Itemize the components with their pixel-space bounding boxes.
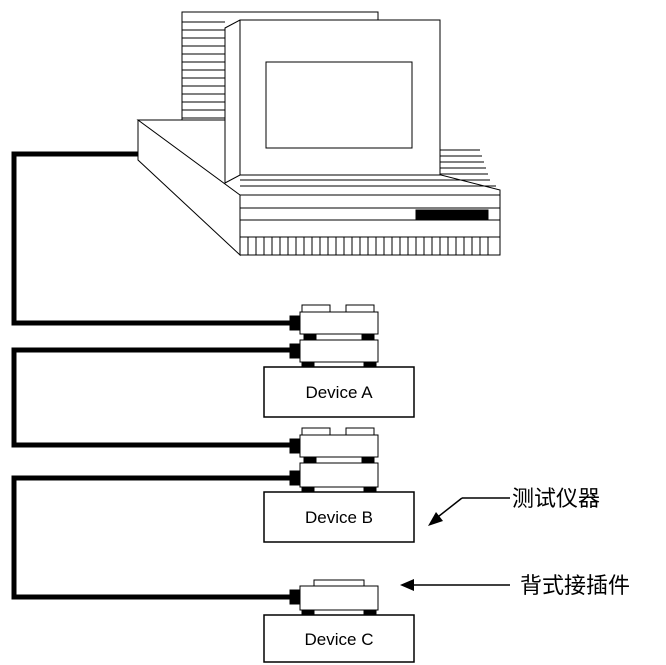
instrument-annotation: 测试仪器	[428, 487, 600, 526]
connector-annotation: 背式接插件	[400, 574, 630, 599]
cable-a-to-b	[11, 347, 290, 448]
connector-stack-b	[289, 427, 379, 494]
connector-b-top	[289, 427, 379, 464]
gpib-cables	[11, 151, 290, 600]
connector-c	[289, 579, 379, 617]
device-a: Device A	[263, 366, 415, 418]
connector-stack-a	[289, 304, 379, 369]
computer-monitor	[224, 19, 441, 184]
device-b-label: Device B	[305, 508, 373, 527]
instrument-label: 测试仪器	[512, 487, 600, 512]
device-b: Device B	[263, 491, 415, 543]
cable-b-to-c	[11, 475, 290, 600]
device-a-label: Device A	[305, 383, 373, 402]
connector-a-top	[289, 304, 379, 341]
computer-icon	[136, 11, 501, 257]
device-c: Device C	[263, 614, 415, 663]
connector-a-bottom	[289, 339, 379, 369]
connector-label: 背式接插件	[520, 574, 630, 599]
device-c-label: Device C	[305, 630, 374, 649]
connector-arrow-head	[400, 579, 414, 591]
instrument-arrow-head	[428, 512, 443, 526]
cable-computer-to-a	[11, 151, 290, 326]
connector-b-bottom	[289, 462, 379, 494]
